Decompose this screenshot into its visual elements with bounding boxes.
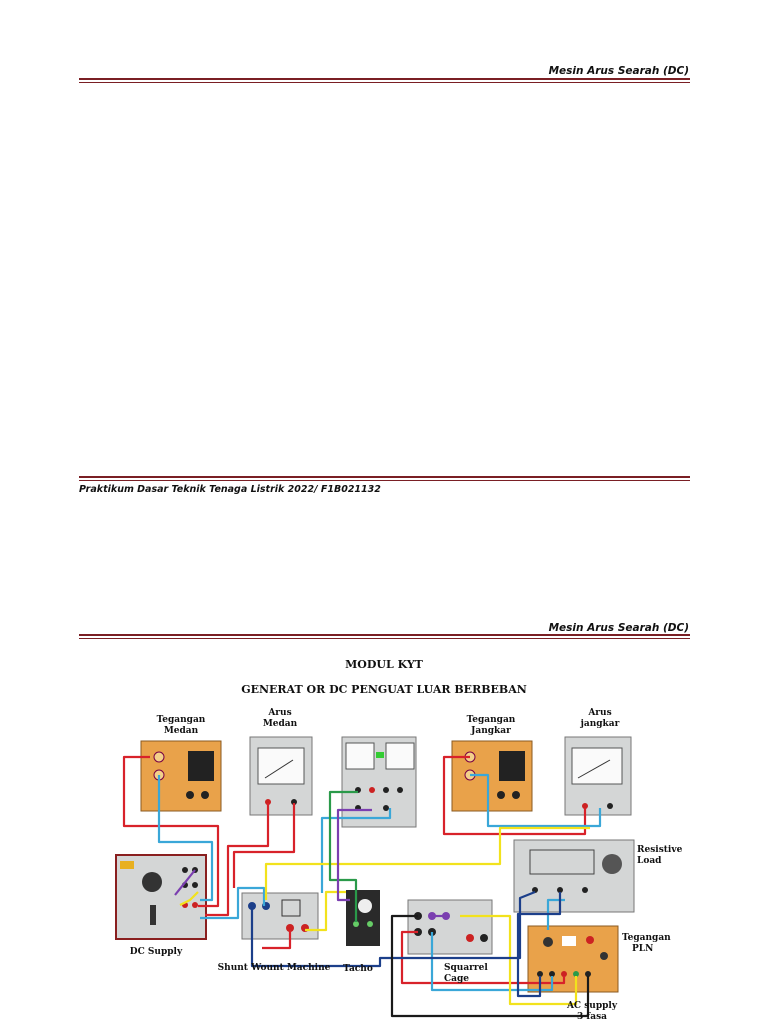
label-squarrel-cage-1: Squarrel xyxy=(444,963,488,973)
tegangan-jangkar-module xyxy=(451,740,533,812)
tacho-module xyxy=(346,890,380,946)
label-ac-supply-1: AC supply xyxy=(566,1001,618,1011)
page1-header-rule xyxy=(79,78,690,80)
label-arus-jangkar-2: jangkar xyxy=(580,719,620,729)
page2-header-title: Mesin Arus Searah (DC) xyxy=(548,622,689,634)
squarrel-cage-module xyxy=(407,899,493,955)
label-arus-medan-1: Arus xyxy=(267,708,291,718)
page1-footer-rule xyxy=(79,476,690,478)
label-tegangan-jangkar-1: Tegangan xyxy=(467,715,516,725)
label-tegangan-pln-2: PLN xyxy=(632,944,653,954)
shunt-wound-machine-module xyxy=(241,892,319,940)
label-resistive-load-1: Resistive xyxy=(637,845,683,855)
page2-header-rule-thin xyxy=(79,638,690,639)
label-tacho: Tacho xyxy=(343,964,373,974)
label-tegangan-medan-2: Medan xyxy=(164,726,199,736)
wires xyxy=(122,755,602,1018)
page1-header-rule-thin xyxy=(79,82,690,83)
label-dc-supply: DC Supply xyxy=(130,947,183,957)
label-tegangan-pln-1: Tegangan xyxy=(622,933,671,943)
module-subtitle: GENERAT OR DC PENGUAT LUAR BERBEBAN xyxy=(241,683,527,696)
arus-medan-module xyxy=(249,736,313,816)
tegangan-medan-module xyxy=(140,740,222,812)
label-squarrel-cage-2: Cage xyxy=(444,974,469,984)
label-arus-medan-2: Medan xyxy=(263,719,298,729)
label-tegangan-jangkar-2: Jangkar xyxy=(470,726,511,736)
label-tegangan-medan-1: Tegangan xyxy=(157,715,206,725)
resistive-load-module xyxy=(513,839,635,913)
label-resistive-load-2: Load xyxy=(637,856,662,866)
meter-panel-module xyxy=(341,736,417,828)
page1-footer-rule-thin xyxy=(79,480,690,481)
label-arus-jangkar-1: Arus xyxy=(587,708,611,718)
ac-supply-module xyxy=(527,925,619,993)
dc-supply-module xyxy=(115,854,207,940)
module-title: MODUL KYT xyxy=(345,658,423,671)
page2-header-rule xyxy=(79,634,690,636)
label-shunt-wound-machine: Shunt Wount Machine xyxy=(218,963,331,973)
page1-footer-text: Praktikum Dasar Teknik Tenaga Listrik 20… xyxy=(79,484,381,495)
label-ac-supply-2: 3 fasa xyxy=(577,1012,607,1022)
arus-jangkar-module xyxy=(564,736,632,816)
page1-header-title: Mesin Arus Searah (DC) xyxy=(548,65,689,77)
